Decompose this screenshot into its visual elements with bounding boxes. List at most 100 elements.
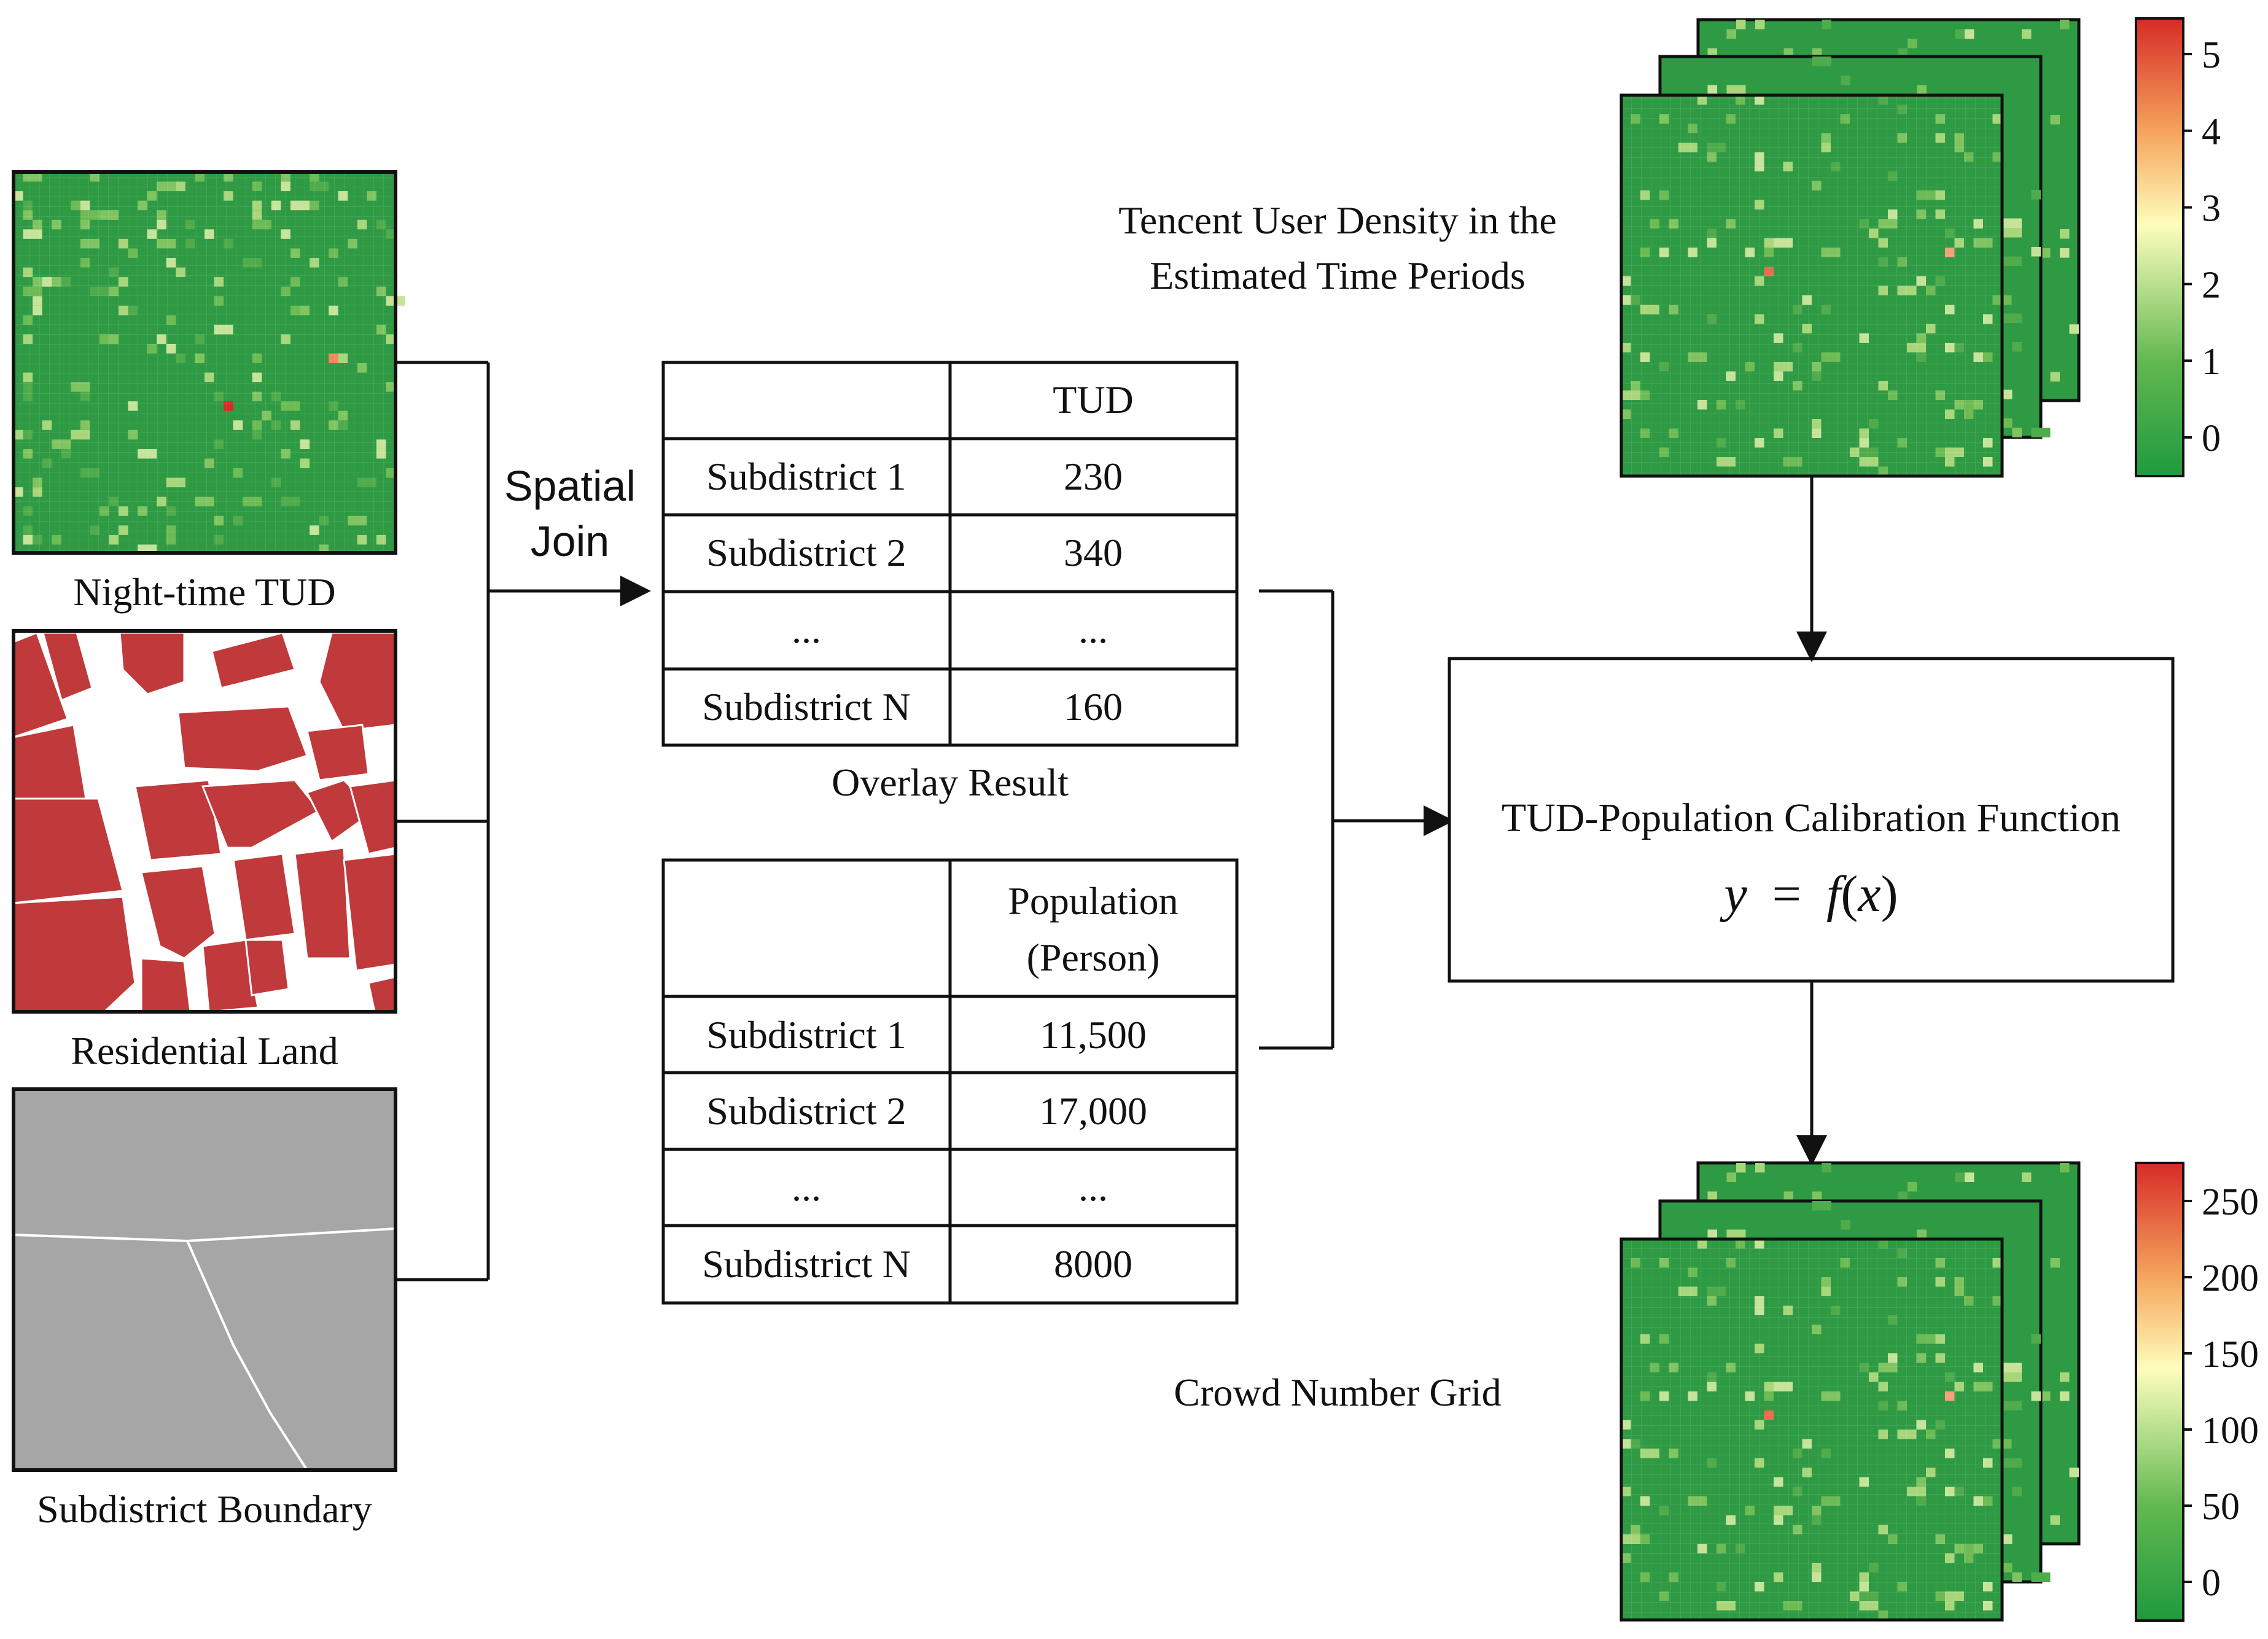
heat-cell (1812, 1201, 1831, 1211)
calibration-function-box: TUD-Population Calibration Function y = … (1448, 657, 2175, 983)
heat-cell (2031, 1334, 2041, 1344)
heat-cell (2003, 1534, 2013, 1544)
heat-cell (2022, 29, 2032, 39)
pop-table-header-1: Population (1008, 879, 1178, 923)
tud-colorbar: 5 4 3 2 1 0 (2135, 17, 2221, 477)
crowd-stack (1619, 1161, 2081, 1622)
heat-cell (2031, 247, 2041, 257)
heat-cell (2003, 1401, 2013, 1410)
pop-row-1-name: Subdistrict 1 (706, 1013, 906, 1057)
heat-cell (1841, 1220, 1850, 1230)
tud-row-3-name: ... (792, 608, 821, 651)
heat-cell (2003, 1563, 2013, 1573)
tud-layer-1 (1619, 93, 2012, 478)
heat-cell (1898, 1191, 1908, 1201)
heat-cell (2003, 256, 2013, 266)
colorbar-tick-label: 4 (2202, 111, 2221, 153)
heat-cell (2060, 1163, 2070, 1173)
colorbar-tick-label: 5 (2202, 34, 2221, 76)
heat-cell (2022, 1172, 2032, 1182)
heat-cell (1917, 85, 1927, 95)
colorbar-tick-label: 0 (2202, 1562, 2221, 1604)
tud-row-3-value: ... (1078, 608, 1108, 651)
calibration-title: TUD-Population Calibration Function (1502, 796, 2121, 840)
colorbar-tick-label: 200 (2202, 1258, 2259, 1299)
spatial-join-label-2: Join (531, 517, 609, 565)
heat-cell (1755, 20, 1765, 29)
heat-cell (2060, 229, 2070, 239)
heat-cell (2060, 1391, 2070, 1401)
spatial-join-label-1: Spatial (504, 462, 636, 510)
heat-cell (1812, 1191, 1822, 1201)
tud-stack-label-2: Estimated Time Periods (1150, 254, 1526, 297)
heat-cell (2003, 1363, 2022, 1372)
population-table: Population (Person) Subdistrict 1 11,500… (661, 858, 1239, 1305)
heat-cell (2003, 418, 2013, 428)
colorbar-tick-label: 150 (2202, 1334, 2259, 1375)
heat-cell (2069, 1468, 2079, 1477)
heat-cell (2003, 1458, 2022, 1468)
overlay-result-caption: Overlay Result (832, 761, 1069, 804)
pop-row-2-name: Subdistrict 2 (706, 1089, 906, 1133)
tud-row-4-name: Subdistrict N (702, 685, 911, 729)
residential-land-map (12, 629, 397, 1014)
tud-row-2-name: Subdistrict 2 (706, 531, 906, 574)
heat-cell (1965, 1172, 1974, 1182)
pop-row-3-value: ... (1078, 1165, 1108, 1209)
heat-cell (2041, 248, 2051, 258)
heat-cell (2012, 428, 2022, 437)
heat-cell (1726, 1172, 1736, 1182)
colorbar-tick-label: 50 (2202, 1486, 2240, 1528)
heat-cell (2050, 1515, 2060, 1525)
heat-cell (1755, 1163, 1765, 1173)
tud-table: TUD Subdistrict 1 230 Subdistrict 2 340 … (661, 361, 1239, 747)
heat-cell (2031, 428, 2051, 437)
formula-eq: = (1772, 866, 1801, 923)
heat-cell (2012, 1572, 2022, 1582)
tud-stack (1619, 18, 2081, 478)
pop-row-4-value: 8000 (1054, 1242, 1132, 1286)
heat-cell (2012, 1487, 2022, 1496)
colorbar-tick-label: 2 (2202, 264, 2221, 306)
heat-cell (2050, 1258, 2060, 1268)
heat-cell (2060, 248, 2070, 258)
heat-cell (1707, 85, 1717, 95)
heat-cell (1726, 29, 1736, 39)
heat-cell (2031, 1572, 2051, 1582)
heat-cell (2003, 313, 2022, 323)
heat-cell (1965, 29, 1974, 39)
colorbar-tick-label: 0 (2202, 418, 2221, 460)
crowd-stack-label: Crowd Number Grid (1174, 1371, 1501, 1414)
crowd-layer-1 (1619, 1237, 2012, 1622)
heat-cell (2012, 1401, 2022, 1410)
colorbar-tick-label: 3 (2202, 188, 2221, 230)
tud-row-1-name: Subdistrict 1 (706, 455, 906, 498)
formula-y: y (1719, 866, 1747, 923)
pop-row-2-value: 17,000 (1039, 1089, 1147, 1133)
heat-cell (2069, 324, 2079, 334)
pop-row-1-value: 11,500 (1040, 1013, 1147, 1057)
heat-cell (2012, 256, 2022, 266)
residential-land-caption: Residential Land (71, 1029, 338, 1073)
heat-cell (1726, 1229, 1746, 1239)
tud-row-1-value: 230 (1064, 455, 1123, 498)
heat-cell (1822, 20, 1831, 29)
inputs-connector (396, 361, 490, 1281)
heat-cell (2060, 20, 2070, 29)
heat-cell (1955, 29, 1965, 39)
heat-cell (2003, 389, 2013, 399)
heat-cell (1783, 1191, 1793, 1201)
colorbar-tick-label: 1 (2202, 341, 2221, 383)
heat-cell (2003, 1372, 2022, 1382)
colorbar-tick-label: 100 (2202, 1410, 2259, 1452)
heat-cell (1726, 85, 1746, 95)
heat-cell (2031, 190, 2041, 200)
formula-x: x (1857, 866, 1880, 923)
heat-cell (2050, 115, 2060, 125)
heat-cell (2060, 1372, 2070, 1382)
heat-cell (1707, 1191, 1717, 1201)
heat-cell (1736, 20, 1746, 29)
heat-cell (1707, 1229, 1717, 1239)
heat-cell (2041, 1391, 2051, 1401)
